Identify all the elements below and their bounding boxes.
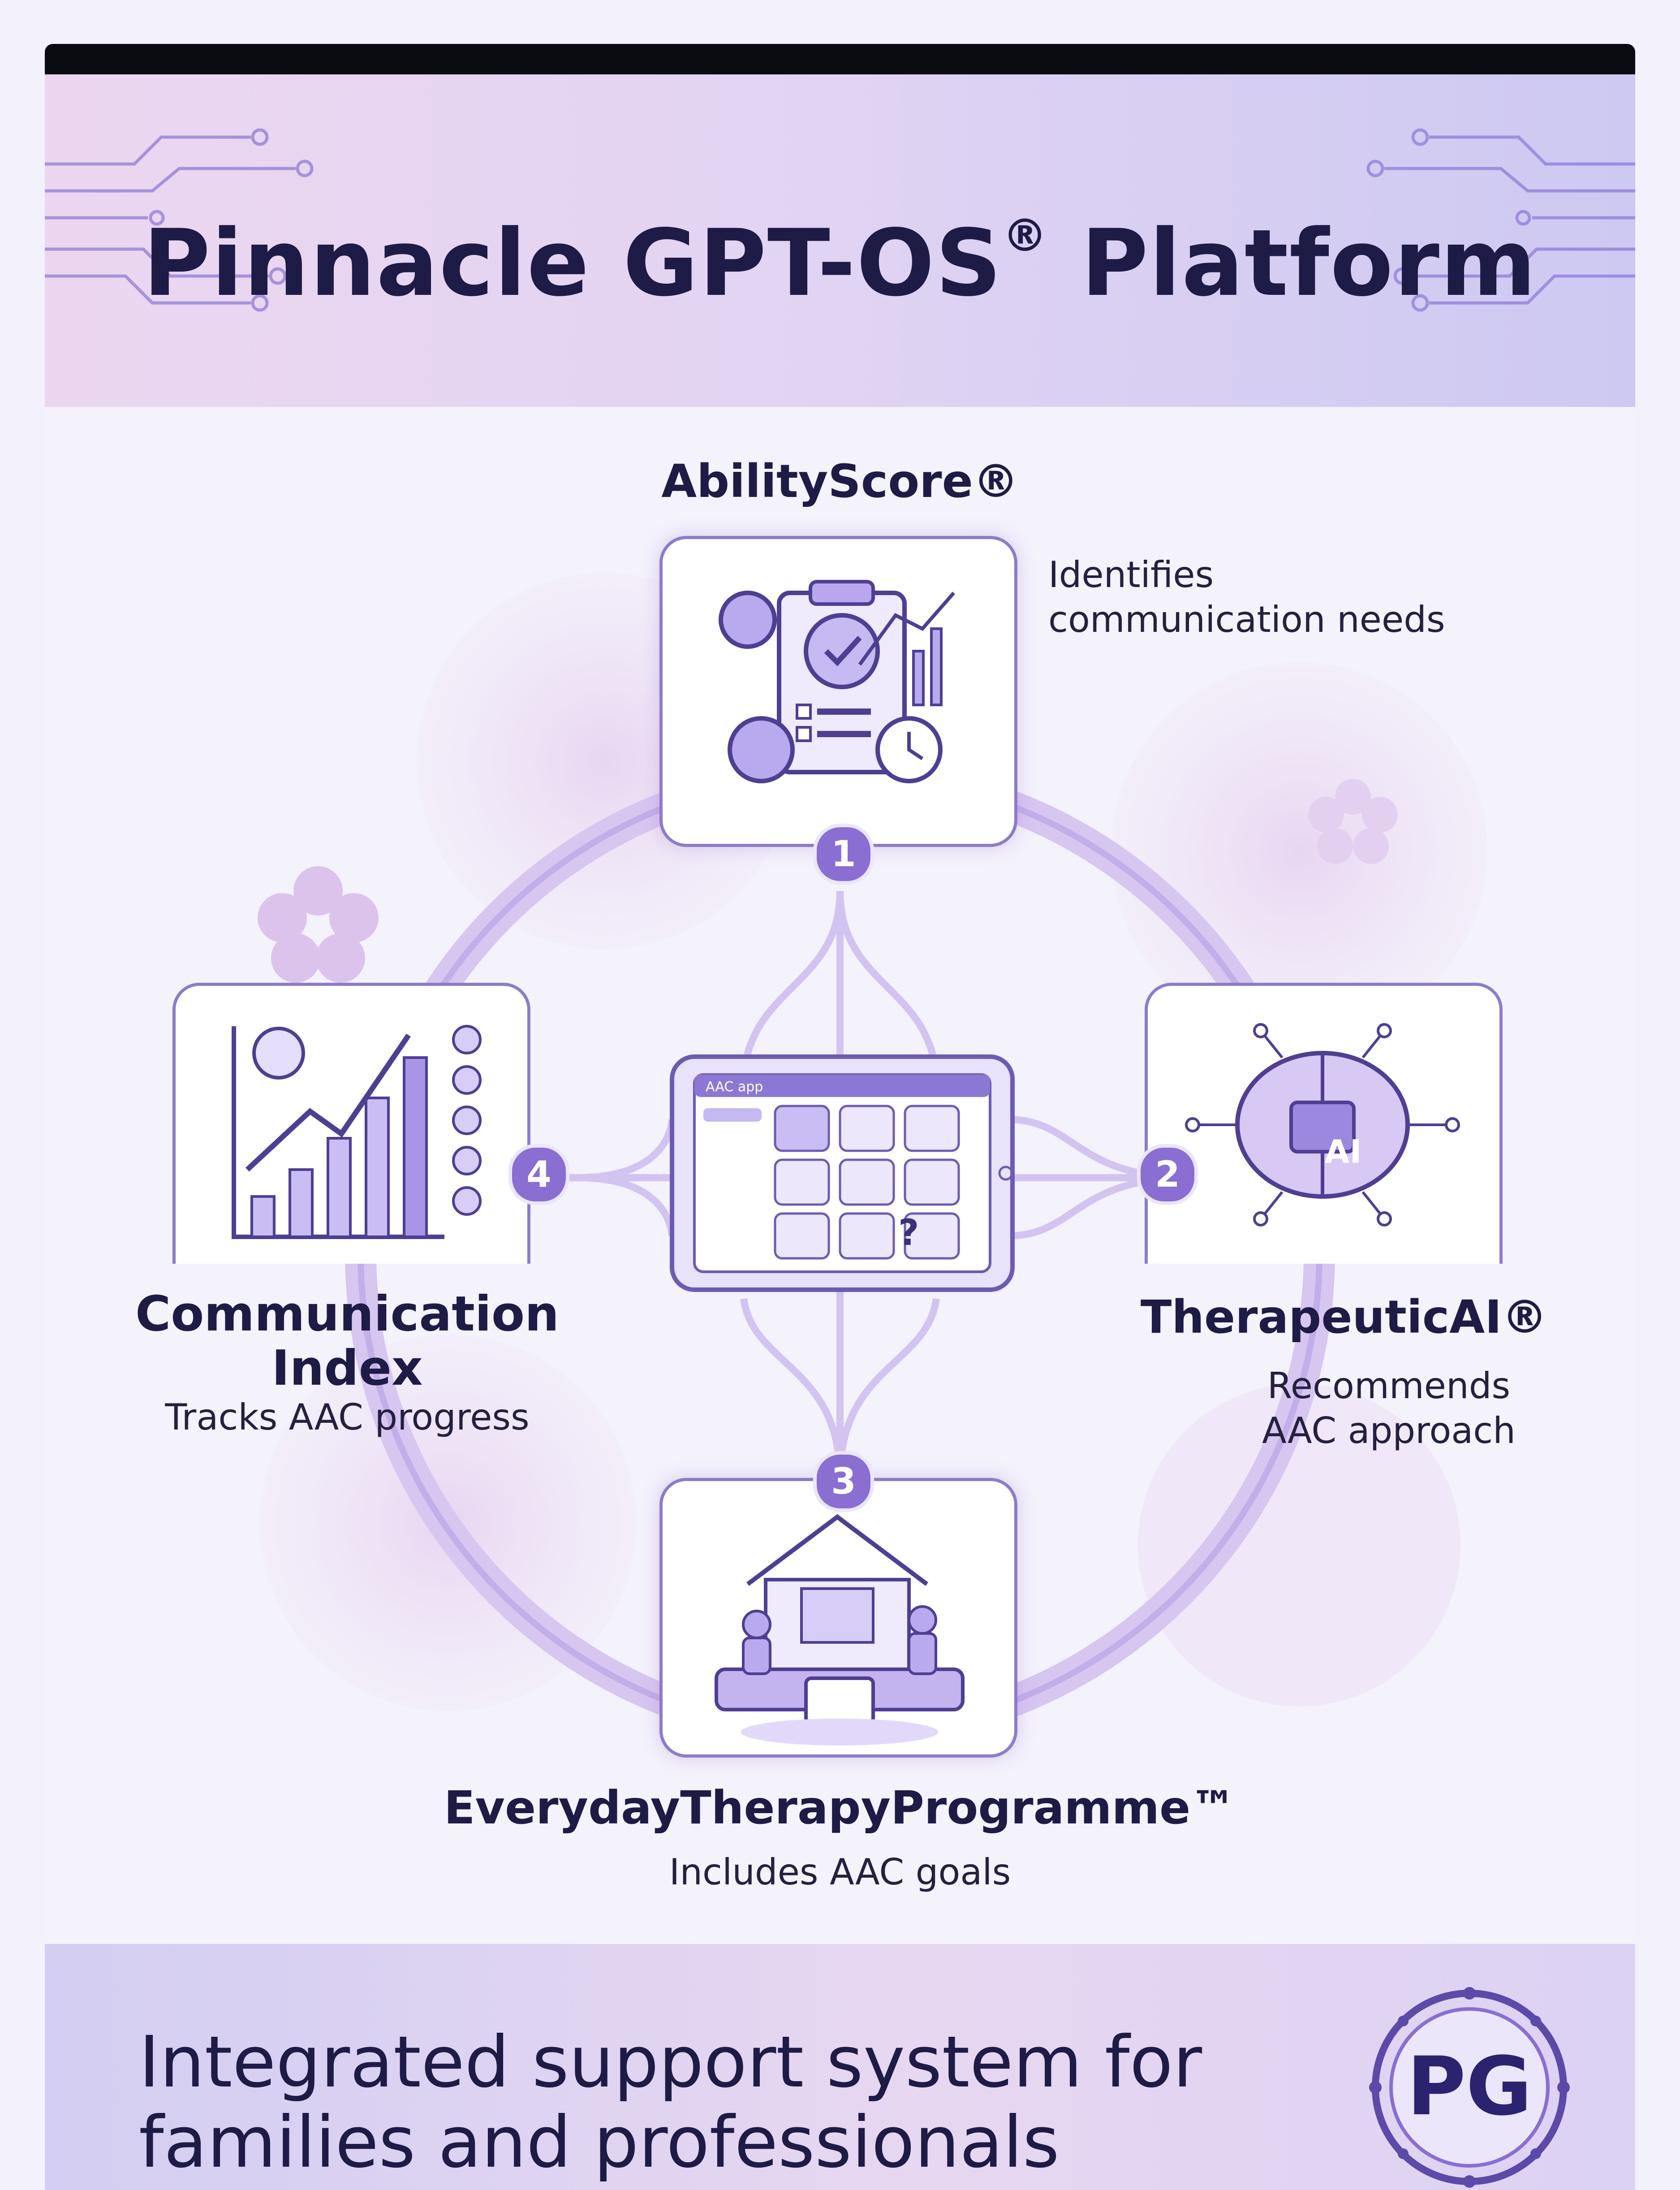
footer-band — [45, 1944, 1635, 2190]
node-1-card — [659, 536, 1017, 847]
node-1-description: Identifies communication needs — [1048, 554, 1445, 640]
node-3-card — [659, 1478, 1017, 1758]
decor-blob — [1138, 1384, 1460, 1706]
poster: Pinnacle GPT-OS® Platform — [45, 44, 1635, 2190]
aac-app-label: AAC app — [706, 1079, 763, 1095]
header-banner: Pinnacle GPT-OS® Platform — [45, 74, 1635, 407]
logo-text: PG — [1407, 2040, 1532, 2134]
node-2-card — [1145, 983, 1503, 1264]
footer-tagline: Integrated support system for families a… — [139, 2021, 1202, 2184]
node-4-title: Communication Index — [135, 1286, 559, 1396]
aac-tablet-icon — [670, 1054, 1015, 1292]
page-title: Pinnacle GPT-OS® Platform — [143, 209, 1537, 317]
family-home-icon — [715, 1514, 965, 1745]
step-badge-3: 3 — [813, 1451, 874, 1512]
ai-brain-icon — [1185, 1023, 1460, 1227]
pg-logo-icon: PG — [1369, 1987, 1570, 2188]
step-badge-1: 1 — [813, 824, 874, 885]
top-bar — [45, 44, 1635, 74]
step-badge-2: 2 — [1137, 1144, 1198, 1205]
assessment-clipboard-icon — [719, 580, 956, 783]
help-symbol: ? — [898, 1212, 919, 1253]
node-4-card — [172, 983, 530, 1264]
step-badge-4: 4 — [508, 1144, 569, 1205]
sakura-flower-icon — [1308, 779, 1398, 864]
decor-blob — [1111, 662, 1487, 1039]
node-1-title: AbilityScore® — [661, 455, 1019, 508]
node-4-description: Tracks AAC progress — [165, 1396, 530, 1438]
node-3-description: Includes AAC goals — [669, 1851, 1011, 1893]
node-3-title: EverydayTherapyProgramme™ — [444, 1781, 1236, 1835]
node-2-title: TherapeuticAI® — [1140, 1291, 1548, 1344]
circuit-decoration-icon — [45, 128, 1635, 312]
sakura-flower-icon — [258, 866, 379, 983]
node-2-description: Recommends AAC approach — [1262, 1365, 1516, 1451]
progress-chart-icon — [232, 1025, 482, 1239]
ai-chip-label: AI — [1324, 1133, 1362, 1171]
